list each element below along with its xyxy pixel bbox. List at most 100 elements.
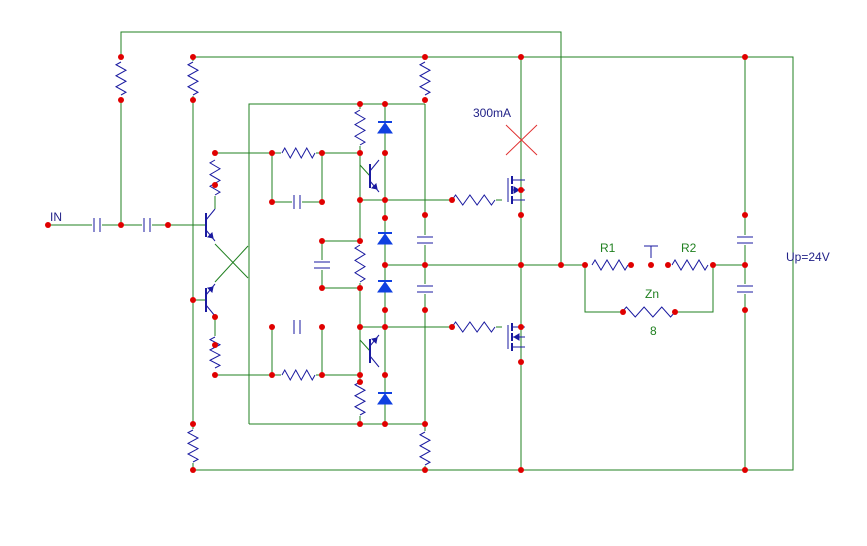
junction-dot (269, 199, 275, 205)
upper-output-mosfet (507, 176, 525, 204)
upper-diode-1 (377, 121, 393, 134)
junction-dot (382, 215, 388, 221)
q2-collector-resistor (208, 336, 222, 369)
junction-dot (382, 372, 388, 378)
junction-dot (742, 54, 748, 60)
junction-dot (382, 197, 388, 203)
current-label: 300mA (473, 106, 512, 120)
ground-icon (644, 245, 658, 258)
junction-dot (319, 324, 325, 330)
upper-driver-transistor (369, 159, 380, 193)
junction-dot (45, 222, 51, 228)
junction-dot (212, 342, 218, 348)
lower-bypass-capacitor (416, 284, 434, 294)
r1-resistor (591, 258, 629, 272)
junction-dot (628, 262, 634, 268)
lower-compensation-capacitor (292, 319, 302, 335)
junction-dot (357, 285, 363, 291)
upper-rail-resistor (418, 61, 432, 96)
wire (359, 164, 371, 177)
junction-dot (190, 54, 196, 60)
junction-dot (319, 150, 325, 156)
input-bias-resistor (114, 61, 128, 96)
junction-dot (190, 467, 196, 473)
wire (214, 243, 249, 279)
upper-compensation-capacitor (292, 194, 302, 210)
lower-gate-resistor (451, 320, 496, 334)
junction-dot (742, 212, 748, 218)
junction-dot (518, 262, 524, 268)
junction-dot (382, 324, 388, 330)
junction-dot (382, 101, 388, 107)
input-label: IN (50, 210, 62, 224)
junction-dot (382, 307, 388, 313)
bias-capacitor (313, 260, 331, 270)
junction-dot (518, 54, 524, 60)
junction-dot (422, 421, 428, 427)
junction-dot (319, 238, 325, 244)
junction-dot (319, 199, 325, 205)
junction-dot (582, 262, 588, 268)
lower-rail-resistor (418, 431, 432, 466)
junction-dot (357, 379, 363, 385)
junction-dot (357, 324, 363, 330)
junction-dot (422, 467, 428, 473)
junction-dot (269, 372, 275, 378)
q1-transistor (205, 208, 216, 242)
junction-dot (212, 182, 218, 188)
junction-dots (45, 54, 748, 473)
junction-dot (118, 54, 124, 60)
bias-resistor (353, 244, 367, 283)
upper-diode-2 (377, 232, 393, 245)
junction-dot (190, 97, 196, 103)
q2-transistor (205, 283, 216, 317)
junction-dot (357, 150, 363, 156)
junction-dot (212, 372, 218, 378)
components (92, 61, 754, 466)
junction-dot (269, 324, 275, 330)
junction-dot (357, 238, 363, 244)
upper-supply-capacitor (736, 235, 754, 245)
input-capacitor-1 (92, 217, 102, 233)
junction-dot (118, 222, 124, 228)
junction-dot (319, 372, 325, 378)
junction-dot (665, 262, 671, 268)
junction-dot (422, 212, 428, 218)
wire (120, 31, 562, 265)
q1-collector-resistor (208, 159, 222, 196)
junction-dot (165, 222, 171, 228)
junction-dot (518, 324, 524, 330)
junction-dot (558, 262, 564, 268)
junction-dot (422, 262, 428, 268)
supply-label: Up=24V (786, 250, 830, 264)
upper-emitter-resistor (353, 109, 367, 146)
junction-dot (422, 54, 428, 60)
r2-resistor (671, 258, 709, 272)
junction-dot (357, 197, 363, 203)
junction-dot (518, 187, 524, 193)
zn-label: Zn (645, 287, 660, 301)
zn-load-resistor (621, 305, 676, 319)
upper-bias-resistor (186, 61, 200, 96)
junction-dot (518, 359, 524, 365)
junction-dot (269, 150, 275, 156)
junction-dot (449, 197, 455, 203)
lower-emitter-resistor (353, 381, 367, 416)
zn-value-label: 8 (650, 324, 657, 338)
junction-dot (319, 285, 325, 291)
junction-dot (672, 309, 678, 315)
lower-supply-capacitor (736, 284, 754, 294)
junction-dot (518, 212, 524, 218)
lower-diode-1 (377, 280, 393, 293)
upper-bypass-capacitor (416, 235, 434, 245)
junction-dot (422, 97, 428, 103)
upper-feedback-resistor (281, 146, 316, 160)
lower-driver-transistor (369, 334, 380, 368)
junction-dot (710, 262, 716, 268)
junction-dot (357, 372, 363, 378)
input-capacitor-2 (142, 217, 152, 233)
current-marker-icon (505, 124, 538, 156)
junction-dot (190, 421, 196, 427)
junction-dot (518, 467, 524, 473)
